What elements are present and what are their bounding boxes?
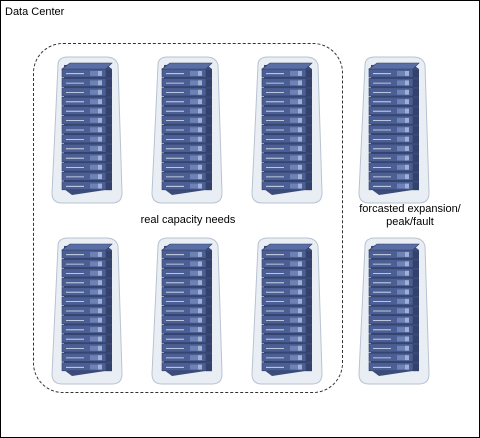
server-rack-icon xyxy=(50,55,124,205)
server-rack-icon xyxy=(50,236,124,386)
real-capacity-label: real capacity needs xyxy=(140,214,236,226)
server-rack-icon xyxy=(150,236,224,386)
server-rack-icon xyxy=(250,55,324,205)
real-capacity-group xyxy=(33,43,343,393)
forecast-label-line2: peak/fault xyxy=(386,216,434,228)
diagram-title: Data Center xyxy=(5,6,65,18)
forecast-label: forcasted expansion/ peak/fault xyxy=(355,203,465,229)
forecast-label-line1: forcasted expansion/ xyxy=(359,203,461,215)
server-rack-icon xyxy=(250,236,324,386)
server-rack-icon xyxy=(150,55,224,205)
server-rack-icon xyxy=(357,55,431,205)
server-rack-icon xyxy=(357,236,431,386)
